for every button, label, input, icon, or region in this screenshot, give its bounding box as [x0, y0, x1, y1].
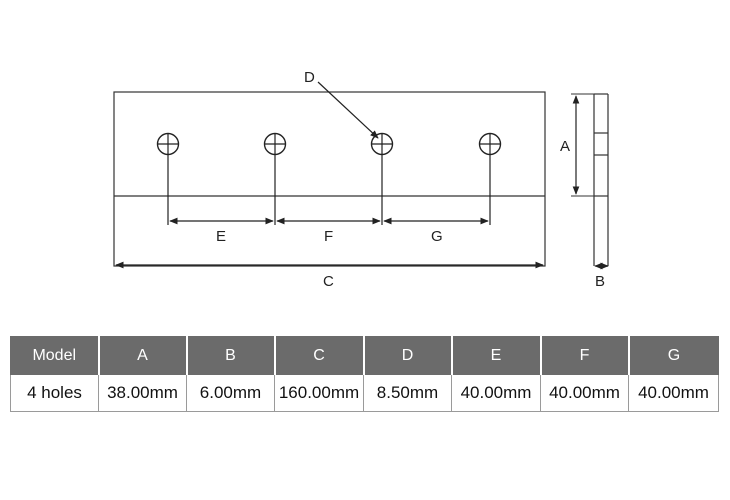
label-d: D: [304, 69, 315, 86]
cell-g: 40.00mm: [628, 375, 719, 412]
label-f: F: [324, 228, 333, 245]
hole-1: [156, 132, 180, 225]
cell-a: 38.00mm: [98, 375, 187, 412]
header-b: B: [185, 336, 275, 375]
header-g: G: [627, 336, 719, 375]
label-e: E: [216, 228, 226, 245]
dimension-c: C: [115, 261, 544, 290]
dimension-f: F: [276, 217, 381, 245]
dimension-d: D: [304, 69, 379, 139]
dimension-b: B: [594, 262, 609, 290]
header-model: Model: [10, 336, 99, 375]
header-d: D: [362, 336, 452, 375]
label-g: G: [431, 228, 443, 245]
header-a: A: [97, 336, 187, 375]
cell-b: 6.00mm: [186, 375, 275, 412]
dimension-e: E: [169, 217, 274, 245]
cell-c: 160.00mm: [274, 375, 364, 412]
specification-table: Model A B C D E F G 4 holes 38.00mm 6.00…: [10, 336, 719, 412]
technical-drawing: D E F G C A B: [113, 69, 609, 290]
hole-4: [478, 132, 502, 225]
table-row: 4 holes 38.00mm 6.00mm 160.00mm 8.50mm 4…: [10, 375, 719, 412]
cell-e: 40.00mm: [451, 375, 541, 412]
header-c: C: [273, 336, 364, 375]
header-f: F: [539, 336, 629, 375]
label-b: B: [595, 273, 605, 290]
hole-2: [263, 132, 287, 225]
dimension-g: G: [383, 217, 489, 245]
label-c: C: [323, 273, 334, 290]
cell-model: 4 holes: [10, 375, 99, 412]
header-e: E: [450, 336, 541, 375]
label-a: A: [560, 138, 570, 155]
cell-f: 40.00mm: [540, 375, 629, 412]
dimension-a: A: [560, 95, 580, 195]
hole-3: [370, 132, 394, 225]
table-header-row: Model A B C D E F G: [10, 336, 719, 375]
cell-d: 8.50mm: [363, 375, 452, 412]
mounting-holes: [156, 132, 502, 225]
